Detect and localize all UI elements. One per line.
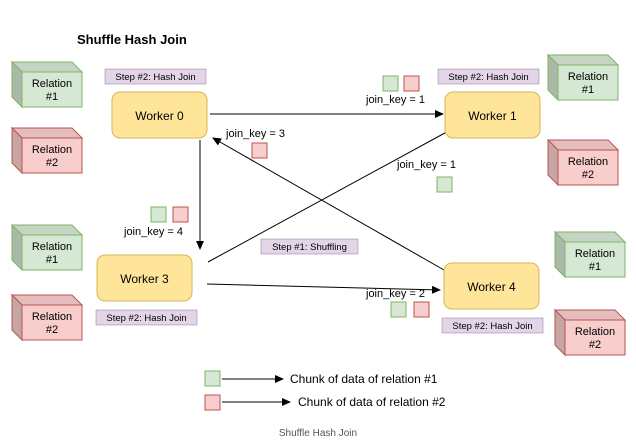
relation-2-cube-worker-1: Relation#2 [546, 138, 620, 187]
relation-label: #1 [589, 261, 601, 273]
cube-front-face [21, 234, 83, 271]
cube-front-face [21, 304, 83, 341]
relation-label: Relation [568, 71, 608, 83]
worker-1-box [444, 91, 541, 139]
diagram-title: Shuffle Hash Join [77, 32, 187, 47]
worker-0: Worker 0 [111, 91, 208, 139]
relation-label: Relation [568, 156, 608, 168]
worker-4: Worker 4 [443, 262, 540, 310]
relation-2-cube-worker-0: Relation#2 [10, 126, 84, 175]
step-label-worker-0: Step #2: Hash Join [104, 68, 207, 85]
relation-1-cube-worker-0: Relation#1 [10, 60, 84, 109]
chunk-relation-2 [403, 75, 420, 92]
figure-caption: Shuffle Hash Join [279, 428, 357, 439]
join-key-label-mid: join_key = 1 [396, 159, 456, 171]
worker-0-box [111, 91, 208, 139]
chunk-relation-1 [382, 75, 399, 92]
shuffle-arrows [196, 110, 455, 406]
legend-swatch-relation-2 [204, 394, 221, 411]
data-chunks [150, 75, 453, 318]
step-label-worker-1: Step #2: Hash Join [437, 68, 540, 85]
legend-label-relation-1: Chunk of data of relation #1 [290, 372, 438, 386]
cube-top-face [546, 54, 620, 66]
cube-top-face [10, 61, 84, 73]
relation-2-cube-worker-4: Relation#2 [553, 308, 627, 357]
step-label-worker-3: Step #2: Hash Join [95, 309, 198, 326]
relation-label: Relation [32, 241, 72, 253]
step-label-worker-1-text: Step #2: Hash Join [448, 72, 528, 83]
join-key-label-w4: join_key = 2 [365, 288, 425, 300]
worker-4-box [443, 262, 540, 310]
step-label-worker-4: Step #2: Hash Join [441, 317, 544, 334]
cube-front-face [21, 71, 83, 108]
chunk-relation-1 [436, 176, 453, 193]
cube-top-face [553, 231, 627, 243]
chunk-relation-1 [390, 301, 407, 318]
cube-top-face [10, 224, 84, 236]
arrow-w3-to-w1 [207, 127, 455, 263]
cube-front-face [557, 149, 619, 186]
relation-label: Relation [32, 311, 72, 323]
cube-front-face [557, 64, 619, 101]
legend: Chunk of data of relation #1 Chunk of da… [204, 370, 446, 411]
cube-top-face [546, 139, 620, 151]
worker-3-box [96, 254, 193, 302]
cube-top-face [10, 127, 84, 139]
arrow-w3-to-w4 [206, 283, 441, 294]
step-label-worker-4-text: Step #2: Hash Join [452, 321, 532, 332]
cube-top-face [553, 309, 627, 321]
relation-label: #2 [46, 324, 58, 336]
relation-label: #1 [46, 91, 58, 103]
relation-cubes: Relation#1Relation#2Relation#1Relation#2… [10, 53, 627, 357]
relation-label: Relation [32, 78, 72, 90]
legend-label-relation-2: Chunk of data of relation #2 [298, 395, 446, 409]
cube-top-face [10, 294, 84, 306]
cube-front-face [564, 319, 626, 356]
relation-label: #2 [582, 169, 594, 181]
join-key-label-w1: join_key = 1 [365, 94, 425, 106]
worker-4-label: Worker 4 [467, 280, 516, 294]
join-key-label-w3: join_key = 4 [123, 226, 183, 238]
step-label-shuffling-text: Step #1: Shuffling [272, 242, 347, 253]
relation-label: Relation [575, 326, 615, 338]
arrow-w4-to-w0 [212, 137, 445, 271]
chunk-relation-2 [413, 301, 430, 318]
relation-1-cube-worker-3: Relation#1 [10, 223, 84, 272]
cube-front-face [564, 241, 626, 278]
chunk-relation-1 [150, 206, 167, 223]
worker-3-label: Worker 3 [120, 272, 169, 286]
relation-label: Relation [32, 144, 72, 156]
step-label-shuffling: Step #1: Shuffling [260, 238, 359, 255]
worker-3: Worker 3 [96, 254, 193, 302]
worker-1-label: Worker 1 [468, 109, 517, 123]
relation-1-cube-worker-1: Relation#1 [546, 53, 620, 102]
cube-front-face [21, 137, 83, 174]
chunk-relation-2 [172, 206, 189, 223]
relation-label: Relation [575, 248, 615, 260]
relation-label: #1 [46, 254, 58, 266]
step-label-worker-0-text: Step #2: Hash Join [115, 72, 195, 83]
relation-1-cube-worker-4: Relation#1 [553, 230, 627, 279]
join-key-label-w0: join_key = 3 [225, 128, 285, 140]
relation-2-cube-worker-3: Relation#2 [10, 293, 84, 342]
legend-swatch-relation-1 [204, 370, 221, 387]
chunk-relation-2 [251, 142, 268, 159]
relation-label: #1 [582, 84, 594, 96]
step-label-worker-3-text: Step #2: Hash Join [106, 313, 186, 324]
relation-label: #2 [589, 339, 601, 351]
worker-1: Worker 1 [444, 91, 541, 139]
worker-0-label: Worker 0 [135, 109, 184, 123]
relation-label: #2 [46, 157, 58, 169]
